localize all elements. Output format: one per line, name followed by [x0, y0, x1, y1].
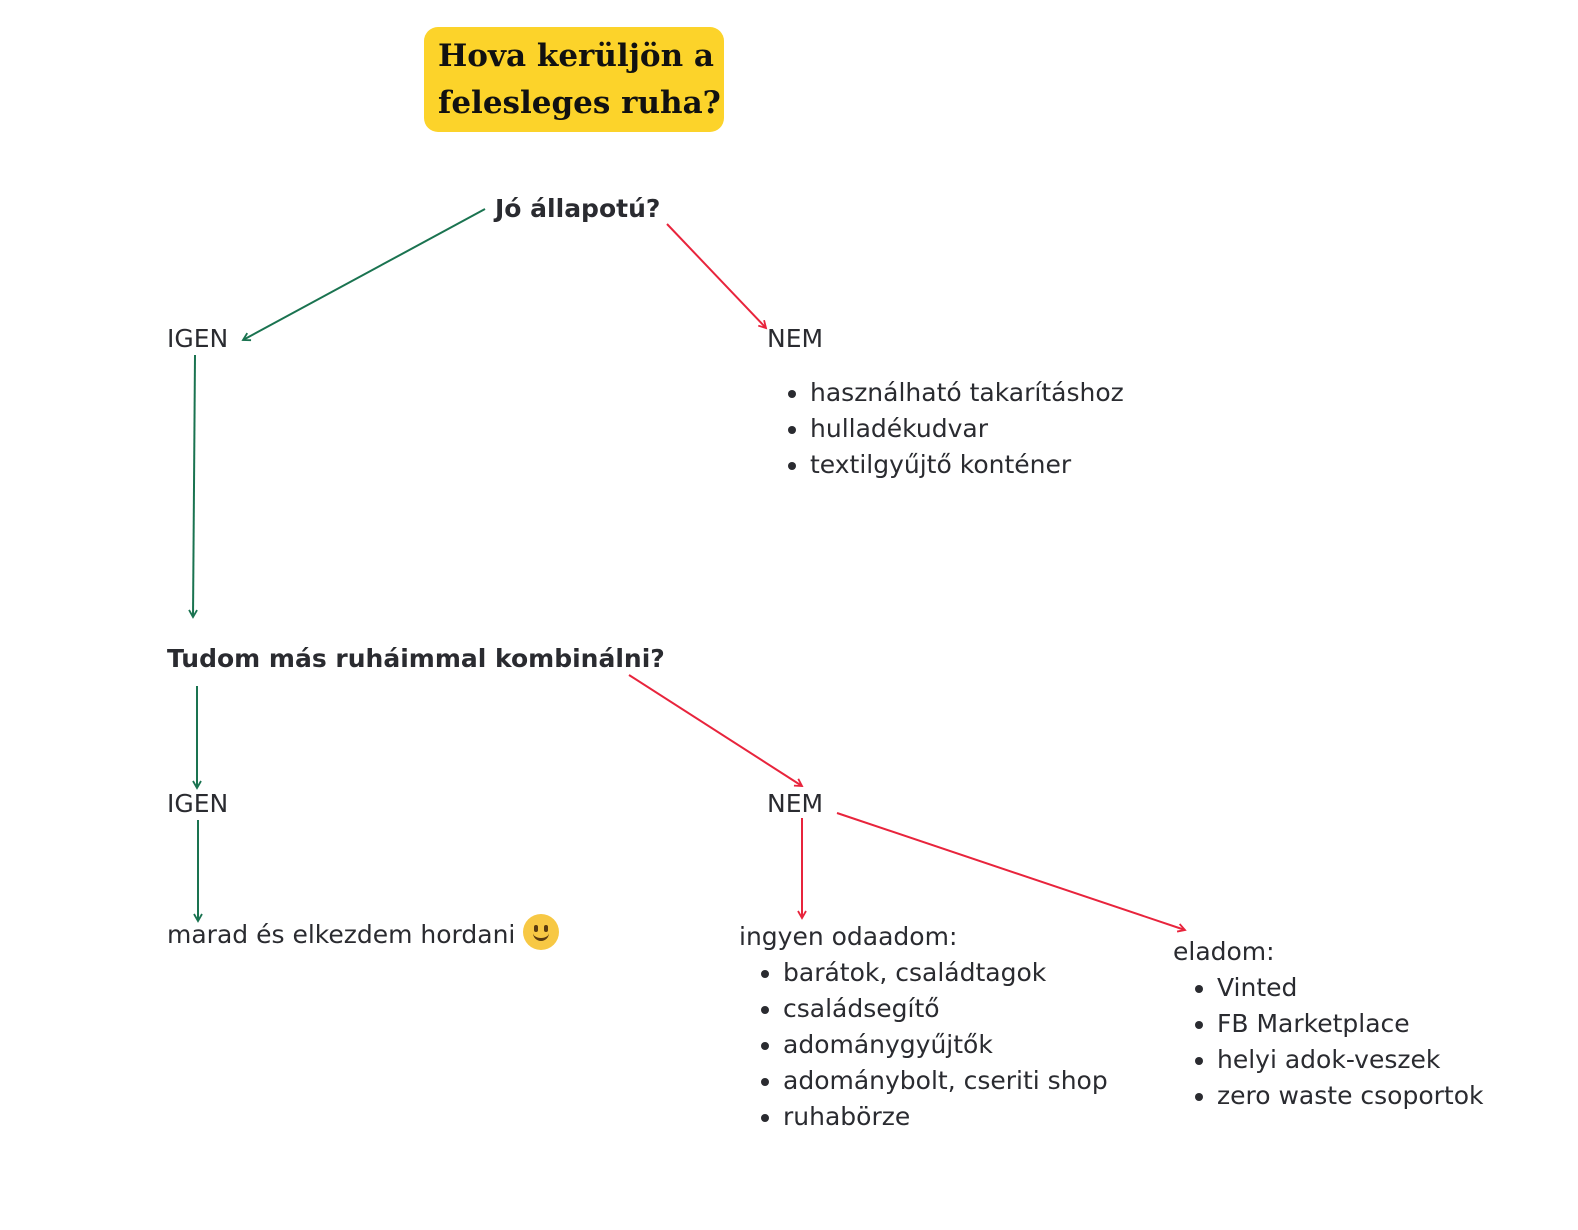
list-item: adománybolt, cseriti shop	[761, 1063, 1108, 1099]
list-item: zero waste csoportok	[1195, 1078, 1483, 1114]
q1-no-label: NEM	[767, 324, 824, 353]
list-item: textilgyűjtő konténer	[788, 447, 1124, 483]
arrow-no-to-sell	[836, 812, 1187, 933]
smiley-icon	[523, 914, 560, 950]
list-item: használható takarításhoz	[788, 375, 1124, 411]
arrow-q2-no	[628, 674, 804, 787]
list-item: Vinted	[1195, 970, 1483, 1006]
arrow-q1-no	[666, 223, 768, 330]
list-item: adománygyűjtők	[761, 1027, 1108, 1063]
list-item: hulladékudvar	[788, 411, 1124, 447]
question-combine: Tudom más ruháimmal kombinálni?	[167, 644, 665, 673]
give-free-label: ingyen odaadom:	[739, 922, 958, 951]
give-free-list: barátok, családtagok családsegítő adomán…	[761, 955, 1108, 1135]
q1-yes-label: IGEN	[167, 324, 229, 353]
diagram-title: Hova kerüljön a felesleges ruha?	[424, 27, 724, 132]
sell-list: Vinted FB Marketplace helyi adok-veszek …	[1195, 970, 1483, 1114]
keep-result: marad és elkezdem hordani	[167, 914, 560, 954]
arrow-yes-to-q2	[188, 354, 198, 619]
list-item: FB Marketplace	[1195, 1006, 1483, 1042]
arrow-q1-yes	[241, 208, 486, 342]
list-item: családsegítő	[761, 991, 1108, 1027]
keep-result-text: marad és elkezdem hordani	[167, 920, 516, 949]
q2-yes-label: IGEN	[167, 789, 229, 818]
sell-label: eladom:	[1173, 937, 1275, 966]
list-item: ruhabörze	[761, 1099, 1108, 1135]
list-item: helyi adok-veszek	[1195, 1042, 1483, 1078]
list-item: barátok, családtagok	[761, 955, 1108, 991]
q2-no-label: NEM	[767, 789, 824, 818]
question-good-condition: Jó állapotú?	[495, 194, 661, 223]
q1-no-list: használható takarításhoz hulladékudvar t…	[788, 375, 1124, 483]
